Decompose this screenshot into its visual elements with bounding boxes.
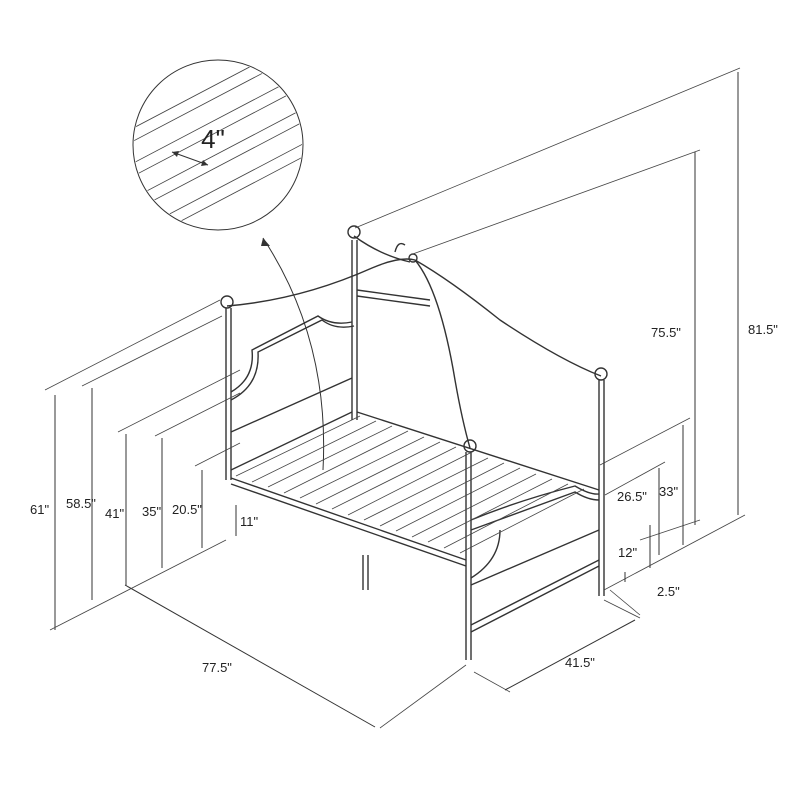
label-rail-height: 20.5" [172,502,202,517]
dimension-labels: 81.5" 75.5" 33" 26.5" 12" 2.5" 41.5" 77.… [30,322,778,675]
label-length: 77.5" [202,660,232,675]
label-leg-clearance: 2.5" [657,584,680,599]
label-slat-height: 11" [240,514,258,529]
label-width: 41.5" [565,655,595,670]
label-back-height-inner: 58.5" [66,496,96,511]
callout-arrow [262,237,325,471]
callout-arrowhead [261,238,270,246]
label-foot-height-top: 33" [659,484,678,499]
dimension-lines [44,67,746,729]
label-foot-panel-height: 26.5" [617,489,647,504]
label-back-panel-height: 41" [105,506,124,521]
slats [235,415,585,554]
label-foot-lower-panel: 12" [618,545,637,560]
inset-arrow [171,151,209,166]
label-post-height: 75.5" [651,325,681,340]
slat-gap-label: 4" [201,124,225,154]
label-side-height: 35" [142,504,161,519]
label-overall-height: 81.5" [748,322,778,337]
slat-detail-inset: 4" [132,59,304,231]
inset-circle [132,59,304,231]
bed-frame [220,225,608,660]
label-back-height-outer: 61" [30,502,49,517]
